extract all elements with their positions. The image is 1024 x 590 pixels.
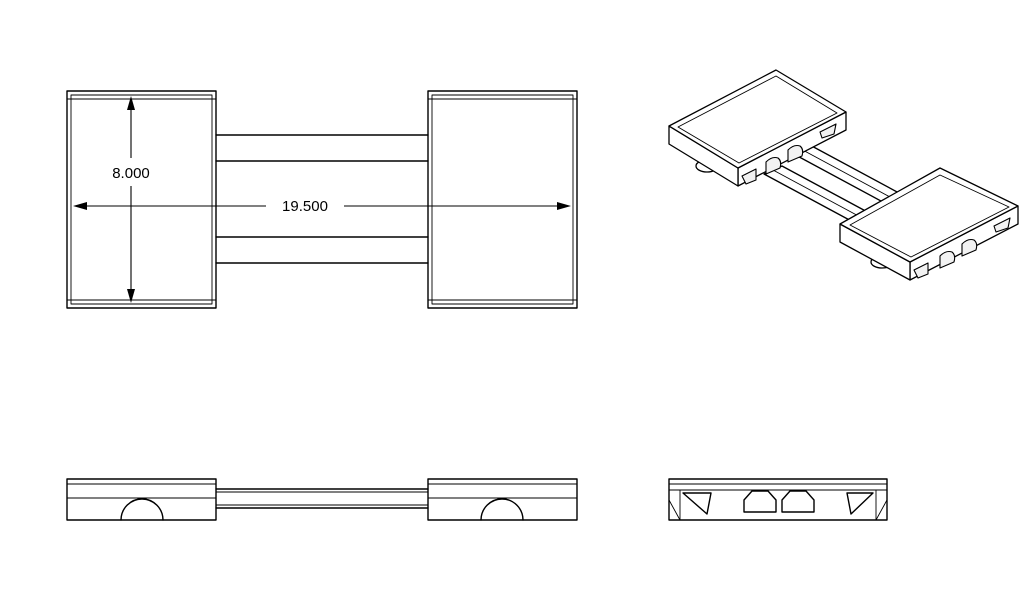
top-view-rods <box>215 134 429 264</box>
side-view-right-pocket <box>846 492 874 515</box>
length-dimension: 19.500 <box>73 198 571 215</box>
front-view-rod <box>215 488 429 509</box>
top-view-left-plate <box>66 90 217 309</box>
height-dimension-label: 8.000 <box>112 165 150 182</box>
side-view-outline <box>668 478 888 521</box>
side-view <box>668 478 888 521</box>
height-dimension: 8.000 <box>104 96 158 303</box>
front-view-right-foot <box>480 498 524 521</box>
side-view-left-slot <box>743 490 777 513</box>
top-view-right-plate-lip <box>431 94 574 305</box>
top-view-left-plate-lip <box>70 94 213 305</box>
front-view <box>66 478 578 521</box>
iso-right-top-face <box>839 167 1019 263</box>
isometric-view <box>668 69 1019 281</box>
length-dimension-label: 19.500 <box>282 198 328 215</box>
front-view-left-block <box>66 478 217 521</box>
front-view-right-block <box>427 478 578 521</box>
top-view-right-plate <box>427 90 578 309</box>
side-view-right-slot <box>781 490 815 513</box>
side-view-left-pocket <box>682 492 712 515</box>
front-view-left-foot <box>120 498 164 521</box>
iso-left-top-face <box>668 69 847 169</box>
top-view: 8.000 19.500 <box>66 90 578 309</box>
